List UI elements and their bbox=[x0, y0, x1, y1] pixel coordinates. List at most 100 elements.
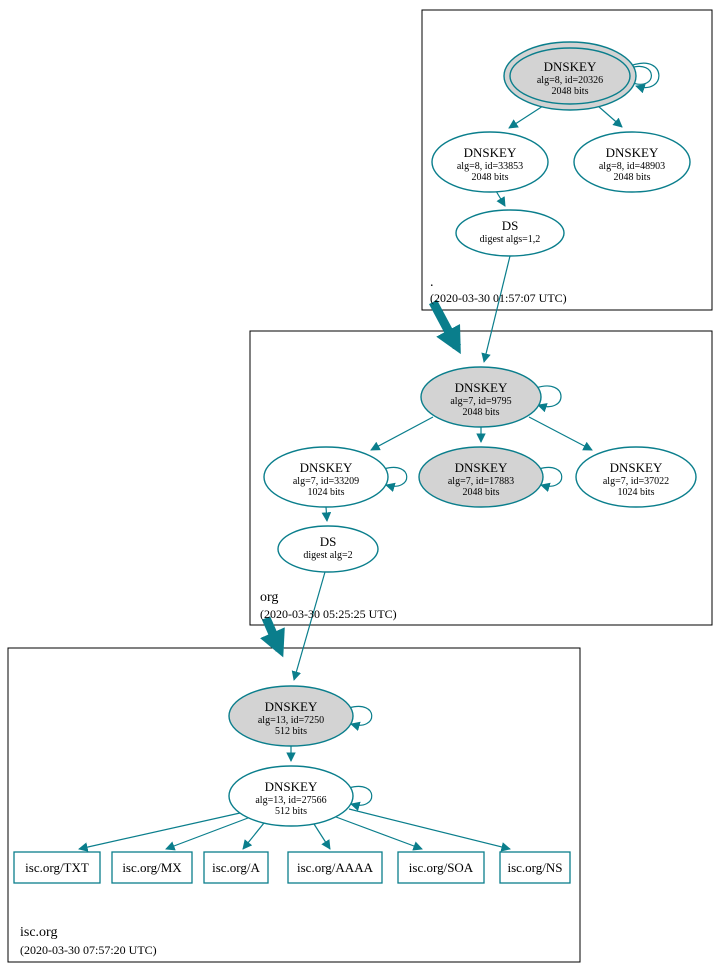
org-key3-node: DNSKEY alg=7, id=37022 1024 bits bbox=[575, 446, 697, 508]
root-ksk-ellipse-outer bbox=[503, 41, 637, 111]
org-ds-node: DS digest alg=2 bbox=[277, 525, 379, 573]
org-key2-title: DNSKEY bbox=[455, 460, 508, 475]
isc-zsk-node: DNSKEY alg=13, id=27566 512 bits bbox=[228, 765, 354, 827]
org-key2-ellipse bbox=[418, 446, 544, 508]
isc-zsk-size: 512 bits bbox=[275, 806, 307, 817]
edge-root-zsk1-to-ds bbox=[495, 190, 506, 207]
org-ksk-size: 2048 bits bbox=[463, 407, 500, 418]
org-key1-meta: alg=7, id=33209 bbox=[293, 476, 359, 487]
edge-org-to-isc-delegation bbox=[260, 616, 285, 658]
isc-rrset-a: isc.org/A bbox=[203, 851, 269, 884]
org-key2-meta: alg=7, id=17883 bbox=[448, 476, 514, 487]
root-zone-timestamp: (2020-03-30 01:57:07 UTC) bbox=[430, 291, 567, 305]
edge-root-ksk-to-zsk1 bbox=[508, 105, 544, 129]
org-key3-title: DNSKEY bbox=[610, 460, 663, 475]
isc-zsk-ellipse bbox=[228, 765, 354, 827]
isc-rrset-mx-box bbox=[111, 851, 193, 884]
edge-root-ksk-selfloop-inner bbox=[629, 65, 652, 85]
org-key3-size: 1024 bits bbox=[618, 487, 655, 498]
org-zone-box bbox=[249, 330, 713, 626]
root-zsk1-meta: alg=8, id=33853 bbox=[457, 161, 523, 172]
root-zsk2-ellipse bbox=[573, 131, 691, 193]
org-ds-title: DS bbox=[320, 534, 337, 549]
root-ksk-title: DNSKEY bbox=[544, 59, 597, 74]
root-ksk-ellipse-inner bbox=[509, 47, 631, 105]
edge-root-ds-to-org-ksk bbox=[481, 255, 511, 363]
isc-rrset-aaaa: isc.org/AAAA bbox=[287, 851, 383, 884]
isc-rrset-a-label: isc.org/A bbox=[212, 860, 260, 875]
isc-rrset-txt-box bbox=[13, 851, 101, 884]
isc-zsk-meta: alg=13, id=27566 bbox=[255, 795, 326, 806]
root-zsk1-ellipse bbox=[431, 131, 549, 193]
root-ksk-node: DNSKEY alg=8, id=20326 2048 bits bbox=[503, 41, 637, 111]
edge-isc-zsk-to-a bbox=[242, 822, 265, 850]
isc-rrset-a-box bbox=[203, 851, 269, 884]
root-zone-label: . bbox=[430, 275, 434, 290]
edge-org-key2-selfloop bbox=[538, 466, 563, 492]
edge-org-ksk-to-key1 bbox=[370, 416, 434, 451]
root-ds-title: DS bbox=[502, 218, 519, 233]
org-key1-title: DNSKEY bbox=[300, 460, 353, 475]
edge-isc-ksk-selfloop bbox=[348, 705, 373, 731]
root-ds-ellipse bbox=[455, 209, 565, 257]
isc-zone-box bbox=[7, 647, 581, 963]
isc-rrset-ns-box bbox=[499, 851, 571, 884]
root-ksk-meta: alg=8, id=20326 bbox=[537, 75, 603, 86]
isc-rrset-txt: isc.org/TXT bbox=[13, 851, 101, 884]
isc-zone-timestamp: (2020-03-30 07:57:20 UTC) bbox=[20, 943, 157, 957]
org-ksk-node: DNSKEY alg=7, id=9795 2048 bits bbox=[420, 366, 542, 428]
root-zsk2-title: DNSKEY bbox=[606, 145, 659, 160]
edge-org-key1-to-ds bbox=[321, 506, 332, 522]
isc-rrset-ns: isc.org/NS bbox=[499, 851, 571, 884]
edge-root-ksk-to-zsk2 bbox=[597, 105, 623, 128]
isc-rrset-aaaa-box bbox=[287, 851, 383, 884]
org-zone-timestamp: (2020-03-30 05:25:25 UTC) bbox=[260, 607, 397, 621]
edge-org-ds-to-isc-ksk bbox=[291, 571, 326, 681]
isc-rrset-txt-label: isc.org/TXT bbox=[25, 860, 89, 875]
root-ds-node: DS digest algs=1,2 bbox=[455, 209, 565, 257]
root-zsk2-node: DNSKEY alg=8, id=48903 2048 bits bbox=[573, 131, 691, 193]
isc-zsk-title: DNSKEY bbox=[265, 779, 318, 794]
org-ds-ellipse bbox=[277, 525, 379, 573]
edge-isc-zsk-to-txt bbox=[78, 812, 241, 852]
edge-org-key1-selfloop bbox=[383, 466, 408, 492]
org-key2-size: 2048 bits bbox=[463, 487, 500, 498]
edge-isc-zsk-to-aaaa bbox=[313, 823, 331, 850]
isc-rrset-aaaa-label: isc.org/AAAA bbox=[297, 860, 374, 875]
edge-isc-zsk-to-mx bbox=[165, 817, 249, 851]
isc-ksk-node: DNSKEY alg=13, id=7250 512 bits bbox=[228, 685, 354, 747]
root-zone-box bbox=[421, 9, 713, 311]
org-key1-node: DNSKEY alg=7, id=33209 1024 bits bbox=[263, 446, 389, 508]
edge-isc-zsk-selfloop bbox=[348, 785, 373, 811]
isc-ksk-meta: alg=13, id=7250 bbox=[258, 715, 324, 726]
org-key3-ellipse bbox=[575, 446, 697, 508]
org-key3-meta: alg=7, id=37022 bbox=[603, 476, 669, 487]
isc-rrset-soa-box bbox=[397, 851, 485, 884]
root-ds-meta: digest algs=1,2 bbox=[480, 234, 541, 245]
org-ds-meta: digest alg=2 bbox=[303, 550, 352, 561]
isc-ksk-ellipse bbox=[228, 685, 354, 747]
root-ksk-size: 2048 bits bbox=[552, 86, 589, 97]
isc-rrset-mx: isc.org/MX bbox=[111, 851, 193, 884]
edge-isc-zsk-to-ns bbox=[348, 808, 511, 852]
root-zsk1-size: 2048 bits bbox=[472, 172, 509, 183]
edge-org-ksk-to-key3 bbox=[528, 416, 593, 451]
edge-root-ksk-selfloop-outer bbox=[632, 62, 660, 94]
root-zsk2-meta: alg=8, id=48903 bbox=[599, 161, 665, 172]
org-key2-node: DNSKEY alg=7, id=17883 2048 bits bbox=[418, 446, 544, 508]
root-zsk1-title: DNSKEY bbox=[464, 145, 517, 160]
org-ksk-ellipse bbox=[420, 366, 542, 428]
root-zsk1-node: DNSKEY alg=8, id=33853 2048 bits bbox=[431, 131, 549, 193]
isc-zone-label: isc.org bbox=[20, 925, 57, 940]
root-zsk2-size: 2048 bits bbox=[614, 172, 651, 183]
isc-rrset-mx-label: isc.org/MX bbox=[122, 860, 182, 875]
org-zone-label: org bbox=[260, 590, 278, 605]
org-key1-size: 1024 bits bbox=[308, 487, 345, 498]
isc-rrset-soa-label: isc.org/SOA bbox=[409, 860, 474, 875]
org-ksk-meta: alg=7, id=9795 bbox=[450, 396, 511, 407]
edge-isc-zsk-to-soa bbox=[335, 816, 423, 851]
org-ksk-title: DNSKEY bbox=[455, 380, 508, 395]
isc-rrset-ns-label: isc.org/NS bbox=[507, 860, 562, 875]
